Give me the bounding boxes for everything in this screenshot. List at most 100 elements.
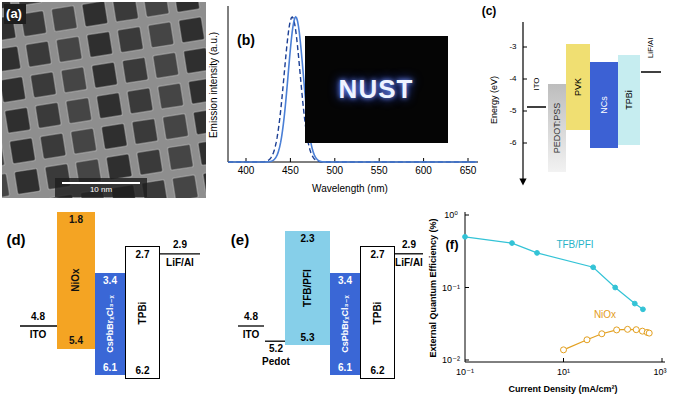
tick-label: -3 bbox=[509, 42, 516, 51]
data-marker bbox=[599, 331, 605, 337]
label-patch bbox=[55, 178, 147, 197]
nanocube bbox=[14, 168, 40, 194]
energy-value: 6.2 bbox=[371, 365, 385, 377]
nanocube bbox=[158, 83, 184, 109]
nanocube bbox=[112, 2, 138, 22]
energy-value: 6.2 bbox=[136, 365, 150, 377]
electrode-label: Pedot bbox=[262, 356, 290, 368]
energy-level-box: PVK bbox=[566, 44, 590, 130]
energy-level-line bbox=[265, 341, 285, 342]
energy-value: 3.4 bbox=[103, 275, 117, 287]
nanocube bbox=[82, 2, 108, 27]
nanocube bbox=[61, 67, 87, 93]
energy-level-box: 2.7TPBi6.2 bbox=[125, 246, 160, 379]
electrode-label: LiF/Al bbox=[395, 257, 423, 269]
energy-value: 6.1 bbox=[103, 362, 117, 374]
energy-value: 2.3 bbox=[301, 233, 315, 245]
emission-curve bbox=[228, 17, 477, 162]
nanocube bbox=[132, 118, 158, 144]
tick-label: -5 bbox=[509, 106, 516, 115]
energy-value: 2.7 bbox=[136, 249, 150, 261]
series-label: TFB/PFI bbox=[556, 239, 593, 251]
data-marker bbox=[591, 265, 596, 270]
tick-label: 550 bbox=[371, 165, 388, 177]
electrode-level bbox=[641, 71, 661, 73]
emission-curve bbox=[228, 17, 477, 162]
nanocube bbox=[91, 62, 117, 88]
eqe-series bbox=[463, 234, 653, 352]
tick-label: 10⁰ bbox=[444, 210, 458, 220]
energy-level-line bbox=[20, 325, 57, 326]
energy-level-box: 2.3TFB/PFI5.3 bbox=[285, 231, 330, 345]
nanocube bbox=[137, 149, 163, 175]
nanocube bbox=[153, 52, 179, 78]
nanocube bbox=[204, 2, 206, 8]
tem-background bbox=[2, 2, 206, 198]
nanocube bbox=[87, 31, 113, 57]
energy-level-box: 3.4CsPbBrₓCl₃₋ₓ 6.1 bbox=[330, 273, 360, 376]
layer-name: PVK bbox=[573, 78, 583, 96]
data-marker bbox=[535, 251, 540, 256]
electrode-label: ITO bbox=[30, 329, 46, 341]
series-label: NiOx bbox=[594, 309, 616, 321]
energy-value: 3.4 bbox=[338, 275, 352, 287]
eqe-curve bbox=[465, 237, 643, 310]
electrode-label: LiF/Al bbox=[646, 38, 655, 58]
energy-value: 5.2 bbox=[269, 343, 283, 355]
nanocube bbox=[96, 93, 122, 119]
nanocube bbox=[203, 170, 206, 196]
nanocube bbox=[188, 78, 206, 104]
energy-level-line bbox=[160, 253, 200, 254]
nanocube bbox=[4, 107, 30, 133]
data-marker bbox=[625, 326, 631, 332]
tick-label: 650 bbox=[460, 165, 477, 177]
axis-title: Emission intensity (a.u.) bbox=[208, 32, 220, 138]
tick-label: -4 bbox=[509, 74, 516, 83]
data-marker bbox=[510, 241, 515, 246]
data-marker bbox=[584, 337, 590, 343]
layer-name: TPBi bbox=[372, 301, 384, 324]
nanocube bbox=[183, 47, 206, 73]
label-patch bbox=[4, 4, 26, 24]
energy-value: 4.8 bbox=[31, 311, 45, 323]
layer-name: PEDOT:PSS bbox=[552, 103, 562, 154]
data-marker bbox=[561, 347, 567, 353]
axis-title: Current Density (mA/cm²) bbox=[508, 384, 617, 394]
panel-letter: (b) bbox=[237, 32, 255, 48]
panel-letter: (c) bbox=[482, 5, 497, 19]
nanocube bbox=[178, 17, 204, 43]
nanocube bbox=[198, 139, 206, 165]
layer-name: NiOx bbox=[70, 269, 82, 292]
nanocube bbox=[143, 2, 169, 17]
panel-letter: (d) bbox=[6, 231, 25, 248]
energy-value: 1.8 bbox=[69, 214, 83, 226]
emission-spectra bbox=[228, 17, 477, 162]
tick-label: 10⁻¹ bbox=[442, 282, 460, 292]
layer-name: CsPbBrₓCl₃₋ₓ bbox=[340, 295, 350, 353]
layer-name: NCs bbox=[599, 96, 609, 114]
nanocube bbox=[117, 26, 143, 52]
nanocube bbox=[30, 72, 56, 98]
axis-ticks bbox=[465, 215, 662, 362]
nanocube bbox=[174, 2, 200, 12]
nanocube-array bbox=[2, 2, 206, 198]
nanocube bbox=[2, 173, 10, 198]
data-marker bbox=[632, 301, 637, 306]
nanocube bbox=[193, 109, 206, 135]
energy-value: 5.4 bbox=[69, 335, 83, 347]
data-marker bbox=[463, 234, 468, 239]
scale-bar-label: 10 nm bbox=[90, 185, 112, 194]
scale-bar bbox=[62, 182, 140, 184]
nanocube bbox=[127, 88, 153, 114]
nanocube bbox=[172, 175, 198, 198]
nanocube bbox=[122, 57, 148, 83]
energy-value: 2.9 bbox=[402, 239, 416, 251]
energy-value: 6.1 bbox=[338, 362, 352, 374]
nanocube bbox=[148, 22, 174, 48]
electrode-label: LiF/Al bbox=[166, 257, 194, 269]
nanocube bbox=[106, 154, 132, 180]
nanocube bbox=[9, 138, 35, 164]
energy-level-line bbox=[395, 253, 423, 254]
axis-title: External Quantum Efficiency (%) bbox=[428, 218, 438, 357]
layer-name: TPBi bbox=[624, 90, 634, 110]
